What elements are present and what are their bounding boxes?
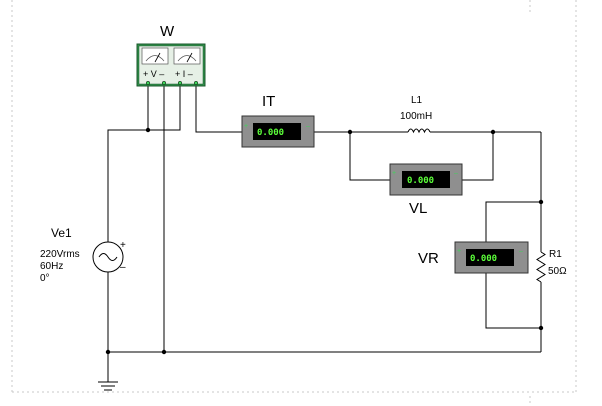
voltmeter-vl-display — [402, 171, 450, 188]
wire-vl-right — [462, 132, 494, 181]
resistor-icon[interactable] — [536, 251, 546, 283]
voltmeter-vr-reading: 0.000 — [470, 254, 497, 264]
ac-source[interactable]: + – — [92, 240, 126, 273]
junction-dot — [538, 325, 544, 331]
inductor-value: 100mH — [400, 111, 432, 122]
wires — [107, 86, 542, 382]
source-frequency: 60Hz — [40, 261, 63, 272]
svg-text:–: – — [519, 248, 523, 255]
source-voltage: 220Vrms — [40, 249, 80, 260]
ammeter-display — [253, 123, 301, 140]
junction-dot — [538, 199, 544, 205]
junction-dot — [145, 127, 151, 133]
junction-dot — [161, 349, 167, 355]
voltmeter-vl-reading: 0.000 — [407, 176, 434, 186]
wattmeter-name: W — [160, 23, 175, 40]
wire-source-top — [107, 129, 148, 242]
ammeter-it[interactable]: 0.000 + – — [241, 115, 315, 148]
svg-text:+: + — [392, 170, 396, 177]
resistor-ref: R1 — [549, 249, 562, 260]
voltmeter-vr-display — [466, 249, 514, 266]
wire-vl-left — [349, 132, 390, 181]
junction-dot — [490, 129, 496, 135]
current-dial-icon — [173, 47, 201, 65]
terminal-icon[interactable] — [161, 80, 167, 86]
voltmeter-vr-name: VR — [418, 250, 439, 267]
ammeter-name: IT — [262, 93, 275, 110]
terminal-icon[interactable] — [193, 80, 199, 86]
voltmeter-vr[interactable]: 0.000 + – — [454, 241, 529, 274]
ground-icon — [98, 381, 118, 391]
sine-wave-icon — [98, 253, 118, 261]
wire-wm-i-minus — [195, 86, 242, 133]
junctions — [105, 127, 544, 355]
source-ref: Ve1 — [51, 226, 72, 240]
source-phase: 0° — [40, 273, 50, 284]
inductor-ref: L1 — [411, 95, 423, 106]
svg-text:–: – — [120, 262, 126, 273]
wattmeter-v-label: + V – — [143, 69, 164, 79]
wattmeter-i-label: + I – — [175, 69, 193, 79]
terminal-icon[interactable] — [177, 80, 183, 86]
wattmeter[interactable]: + V – + I – — [136, 43, 206, 87]
svg-text:+: + — [457, 248, 461, 255]
junction-dot — [347, 129, 353, 135]
resistor-value: 50Ω — [548, 266, 567, 277]
voltmeter-vl-name: VL — [409, 200, 427, 217]
terminal-icon[interactable] — [145, 80, 151, 86]
svg-text:–: – — [454, 170, 458, 177]
junction-dot — [105, 349, 111, 355]
svg-text:+: + — [120, 240, 126, 251]
svg-text:–: – — [306, 123, 310, 130]
wire-wm-i-plus — [148, 86, 181, 131]
voltage-dial-icon — [141, 47, 169, 65]
voltmeter-vl[interactable]: 0.000 + – — [389, 163, 463, 196]
ammeter-reading: 0.000 — [257, 128, 284, 138]
svg-text:+: + — [244, 123, 248, 130]
inductor-icon[interactable] — [407, 128, 431, 134]
